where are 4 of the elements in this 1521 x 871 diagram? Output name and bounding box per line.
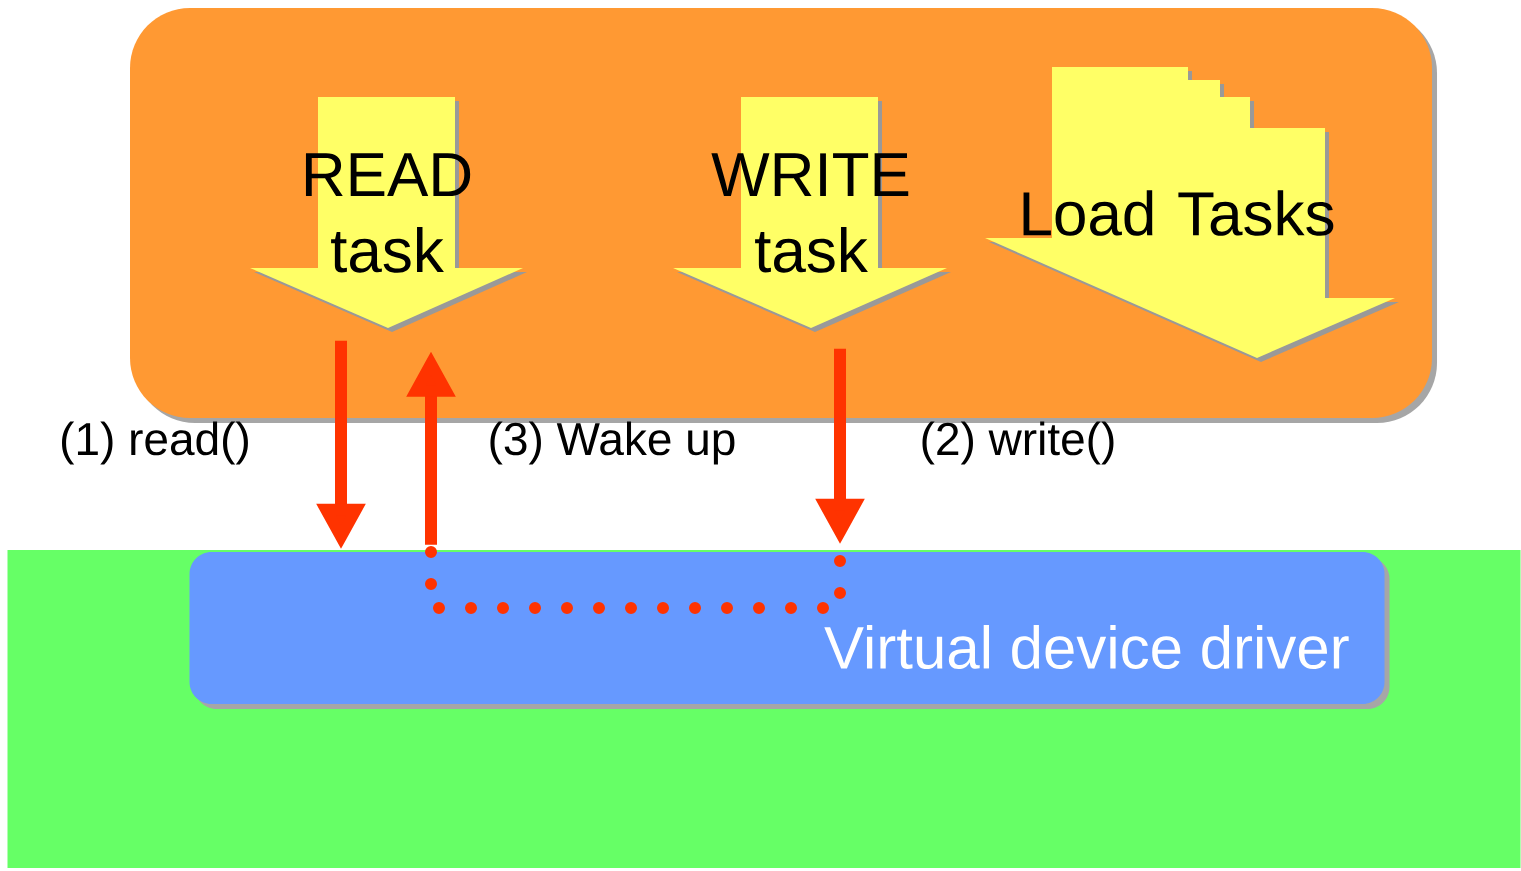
edge-label: (3) Wake up	[490, 421, 735, 465]
driver-box: Virtual device driver	[189, 552, 1390, 709]
edge-label: (2) write()	[922, 421, 1114, 465]
edge-label: (1) read()	[62, 421, 248, 465]
